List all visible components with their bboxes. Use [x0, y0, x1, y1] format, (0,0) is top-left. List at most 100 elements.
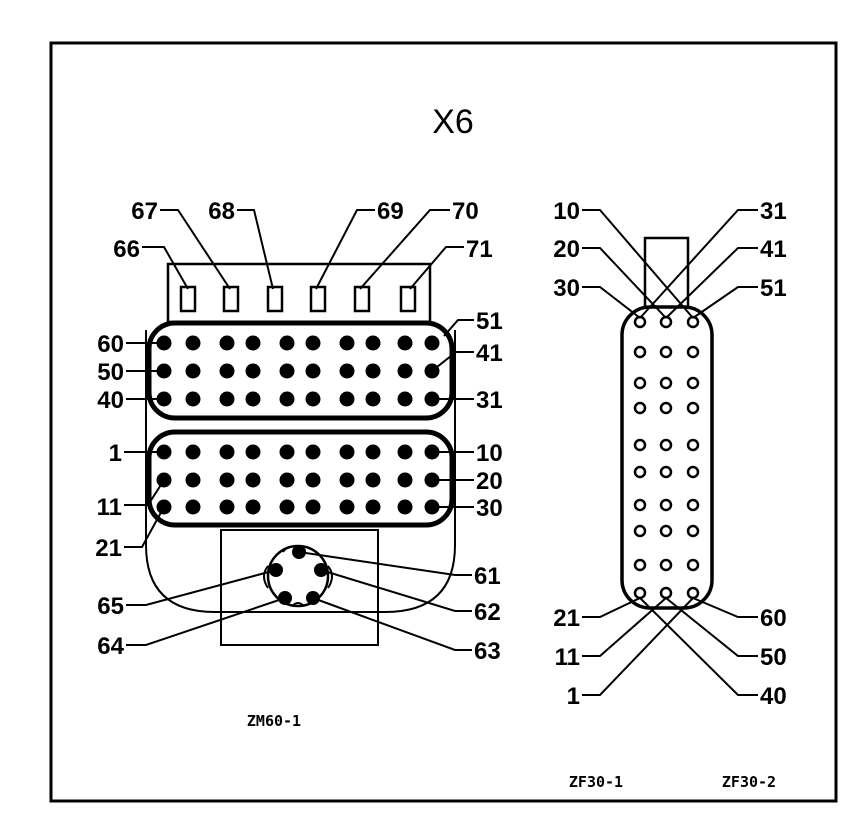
pin-lower-r1-c6 — [305, 444, 321, 460]
pin-lower-r1-c8 — [365, 444, 381, 460]
label-pin-62: 62 — [474, 599, 501, 626]
leader-pin-70 — [359, 209, 450, 290]
label-pin-11: 11 — [97, 494, 122, 521]
leader-pin-71 — [409, 246, 464, 290]
socket-r2-c2 — [659, 345, 673, 359]
leader-pin-67 — [160, 209, 231, 290]
pin-upper-r3-c8 — [365, 391, 381, 407]
leader-socket-21 — [582, 597, 641, 618]
pin-lower-r3-c2 — [185, 499, 201, 515]
socket-r1-c1 — [633, 315, 647, 329]
pin-lower-r3-c3 — [219, 499, 235, 515]
socket-r1-c2 — [659, 315, 673, 329]
leader-pin-63 — [312, 597, 472, 651]
socket-r3-c1 — [633, 376, 647, 390]
leader-pin-41 — [431, 351, 474, 372]
pin-upper-r2-c5 — [279, 363, 295, 379]
pin-lower-r2-c7 — [339, 472, 355, 488]
leader-socket-51 — [692, 286, 758, 319]
diagram-title: X6 — [432, 103, 474, 141]
label-socket-40: 40 — [760, 683, 787, 710]
socket-r1-c3 — [686, 315, 700, 329]
label-pin-70: 70 — [452, 198, 479, 225]
label-pin-69: 69 — [377, 198, 404, 225]
pin-upper-r2-c6 — [305, 363, 321, 379]
label-pin-40: 40 — [97, 387, 124, 414]
socket-r8-c2 — [659, 524, 673, 538]
pin-lower-r2-c9 — [397, 472, 413, 488]
leader-pin-62 — [320, 569, 472, 612]
pin-upper-r1-c8 — [365, 335, 381, 351]
caption-zm60-1: ZM60-1 — [247, 712, 301, 730]
leader-pin-61 — [298, 551, 472, 576]
socket-r7-c2 — [659, 498, 673, 512]
socket-r5-c2 — [659, 438, 673, 452]
socket-r7-c1 — [633, 498, 647, 512]
label-pin-65: 65 — [97, 593, 124, 620]
leader-pin-64 — [126, 597, 286, 646]
latch-pin-71 — [399, 285, 417, 313]
pin-lower-r3-c8 — [365, 499, 381, 515]
socket-r3-c3 — [686, 376, 700, 390]
plug-key-right — [327, 565, 333, 589]
pin-lower-r1-c2 — [185, 444, 201, 460]
pin-upper-r3-c5 — [279, 391, 295, 407]
pin-lower-r2-c6 — [305, 472, 321, 488]
label-pin-61: 61 — [474, 563, 501, 590]
label-pin-67: 67 — [131, 198, 158, 225]
leader-pin-65 — [126, 569, 277, 606]
label-socket-20: 20 — [553, 236, 580, 263]
label-pin-1: 1 — [109, 440, 122, 467]
leader-socket-60 — [692, 597, 758, 618]
label-pin-64: 64 — [97, 633, 124, 660]
label-pin-20: 20 — [476, 468, 503, 495]
pin-lower-r2-c2 — [185, 472, 201, 488]
label-pin-41: 41 — [476, 340, 503, 367]
leader-socket-20 — [582, 247, 667, 319]
label-socket-51: 51 — [760, 275, 787, 302]
label-pin-10: 10 — [476, 440, 503, 467]
pin-upper-r2-c7 — [339, 363, 355, 379]
leader-pin-11 — [124, 479, 165, 506]
socket-r5-c1 — [633, 438, 647, 452]
latch-pin-68 — [266, 285, 284, 313]
pin-lower-r3-c4 — [245, 499, 261, 515]
pin-upper-r2-c3 — [219, 363, 235, 379]
socket-r10-c1 — [633, 586, 647, 600]
label-pin-60: 60 — [97, 331, 124, 358]
socket-r5-c3 — [686, 438, 700, 452]
caption-zf30-2: ZF30-2 — [722, 773, 776, 791]
label-pin-63: 63 — [474, 638, 501, 665]
leader-pin-21 — [124, 506, 165, 548]
pin-lower-r1-c7 — [339, 444, 355, 460]
pin-upper-r1-c2 — [185, 335, 201, 351]
socket-r9-c1 — [633, 558, 647, 572]
latch-pin-67 — [222, 285, 240, 313]
pin-upper-r2-c4 — [245, 363, 261, 379]
leader-pin-69 — [315, 209, 375, 290]
leader-pin-51 — [443, 319, 474, 337]
leader-socket-11 — [582, 597, 667, 657]
leader-socket-30 — [582, 286, 641, 319]
pin-lower-r3-c7 — [339, 499, 355, 515]
pin-lower-r2-c4 — [245, 472, 261, 488]
label-pin-51: 51 — [476, 308, 503, 335]
label-socket-30: 30 — [553, 275, 580, 302]
pin-lower-r2-c8 — [365, 472, 381, 488]
diagram-frame — [49, 41, 838, 803]
label-pin-31: 31 — [476, 387, 503, 414]
pin-upper-r2-c2 — [185, 363, 201, 379]
pin-upper-r3-c7 — [339, 391, 355, 407]
label-socket-60: 60 — [760, 605, 787, 632]
socket-r4-c3 — [686, 401, 700, 415]
leader-pin-66 — [142, 246, 189, 290]
caption-zf30-1: ZF30-1 — [569, 773, 623, 791]
leader-socket-1 — [582, 597, 694, 696]
leader-socket-50 — [665, 597, 758, 657]
pin-upper-r1-c6 — [305, 335, 321, 351]
leader-socket-10 — [582, 209, 694, 319]
socket-r4-c1 — [633, 401, 647, 415]
pin-lower-r1-c4 — [245, 444, 261, 460]
pin-upper-r1-c7 — [339, 335, 355, 351]
